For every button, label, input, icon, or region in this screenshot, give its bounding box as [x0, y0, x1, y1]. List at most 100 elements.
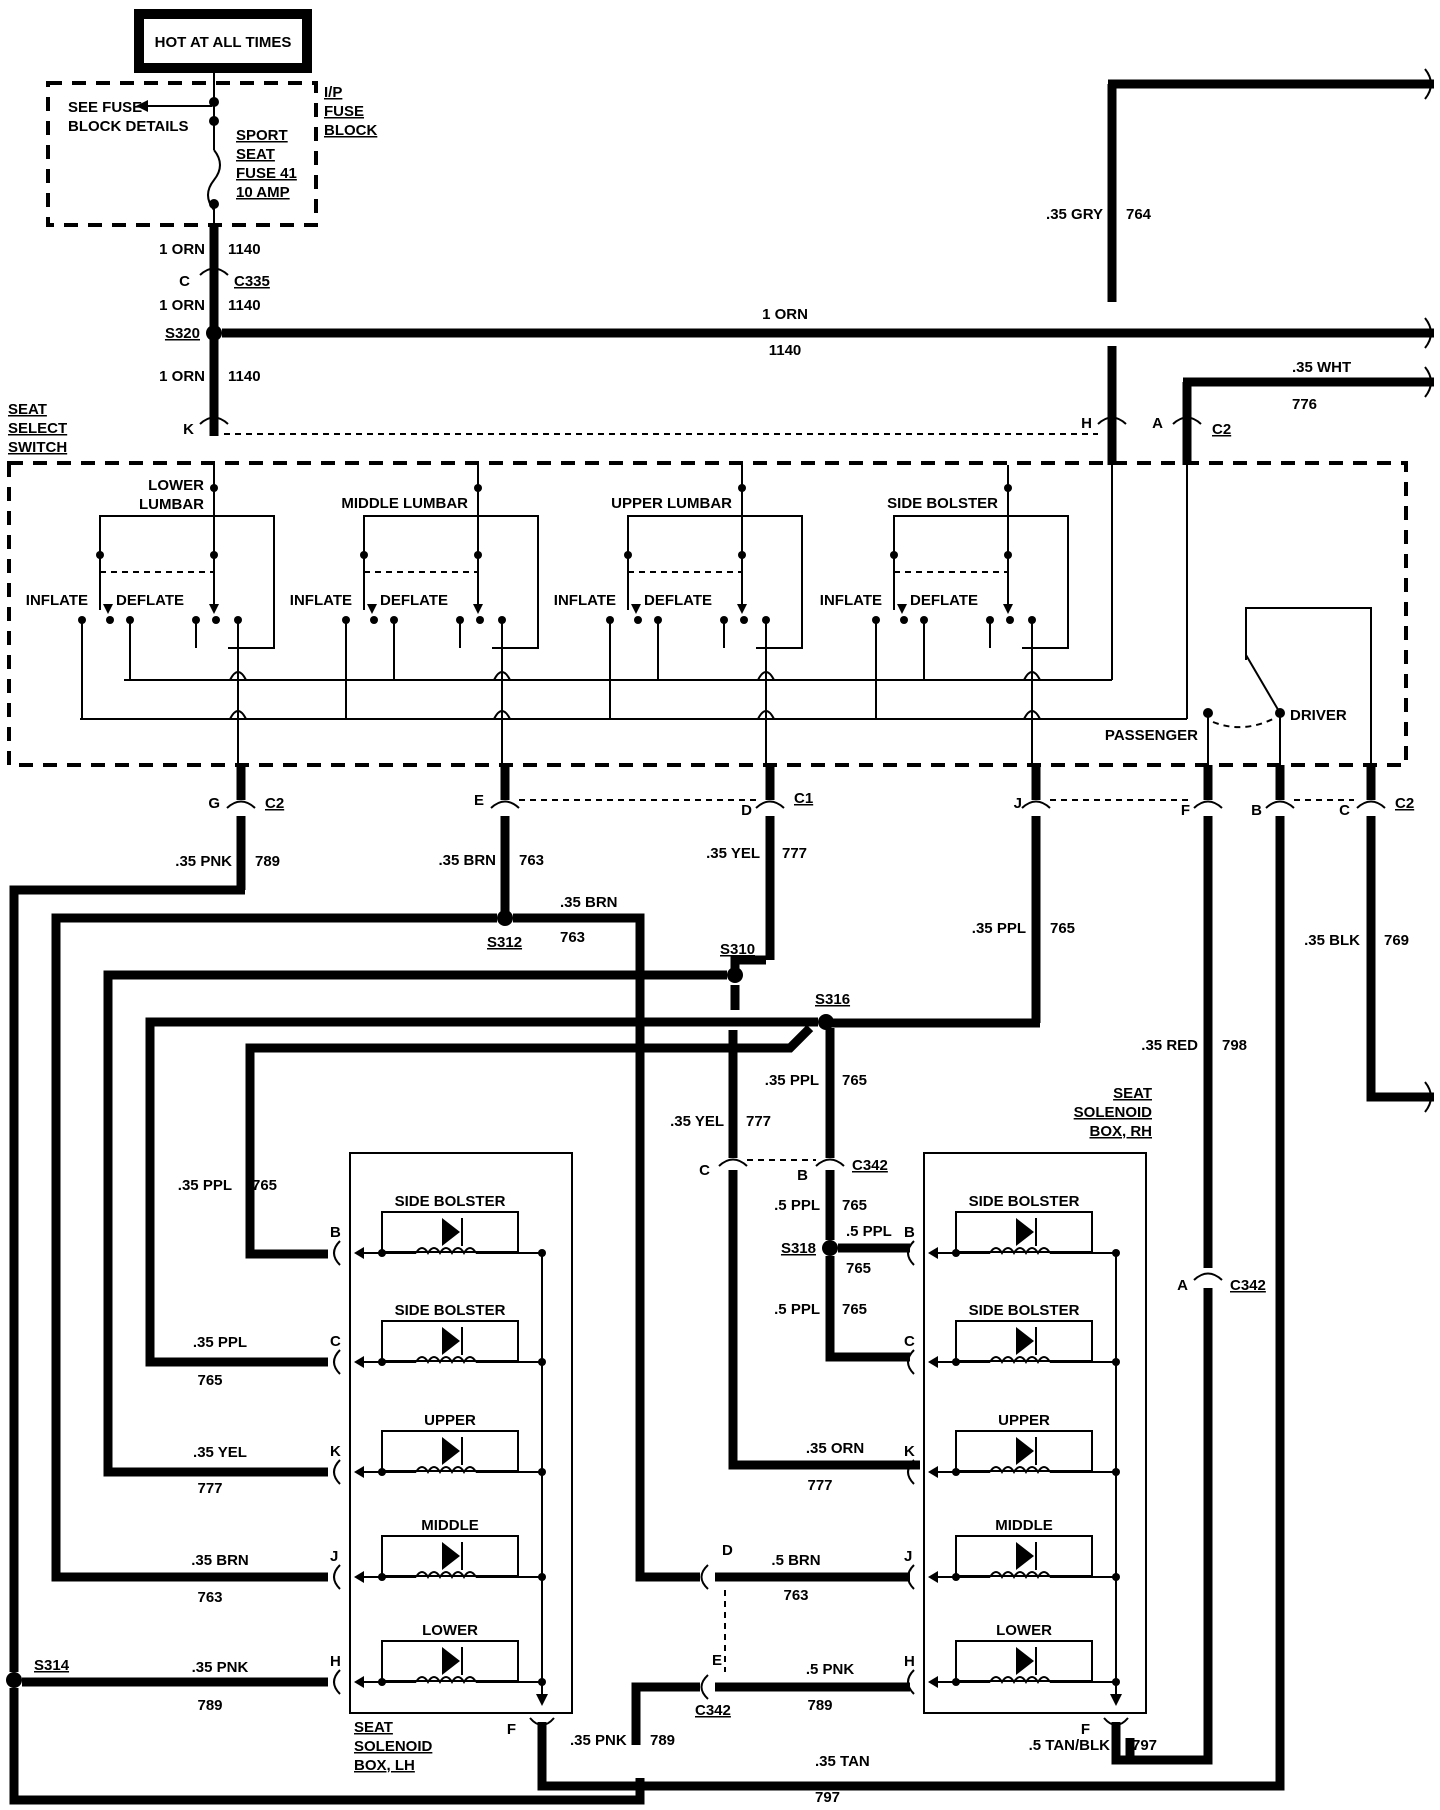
deflate-label: DEFLATE [910, 592, 978, 609]
svg-text:1 ORN: 1 ORN [159, 297, 205, 314]
solenoid-label: MIDDLE [995, 1517, 1053, 1534]
solenoid-label: LOWER [422, 1622, 478, 1639]
inflate-label: INFLATE [820, 592, 882, 609]
svg-text:777: 777 [746, 1113, 771, 1130]
pin-connector [907, 1564, 915, 1590]
svg-text:.35 RED: .35 RED [1141, 1037, 1198, 1054]
arrow-left-icon [354, 1356, 364, 1368]
coil-icon [989, 1676, 1051, 1684]
coil-icon [989, 1356, 1051, 1364]
switch-name-2: SELECT [8, 420, 67, 437]
deflate-label: DEFLATE [644, 592, 712, 609]
pin-connector [907, 1669, 915, 1695]
svg-text:A: A [1152, 415, 1163, 432]
fuse-block-name-1: I/P [324, 84, 342, 101]
svg-text:765: 765 [842, 1301, 867, 1318]
svg-text:G: G [208, 795, 220, 812]
svg-text:.35 ORN: .35 ORN [806, 1440, 864, 1457]
svg-text:.35 YEL: .35 YEL [670, 1113, 724, 1130]
coil-icon [415, 1247, 477, 1255]
svg-text:764: 764 [1126, 206, 1152, 223]
solenoid-label: UPPER [998, 1412, 1050, 1429]
svg-text:.35 PPL: .35 PPL [178, 1177, 232, 1194]
diode-icon [442, 1647, 460, 1675]
svg-text:.35 BRN: .35 BRN [191, 1552, 249, 1569]
diode-frame [955, 1320, 1093, 1362]
pin-connector [333, 1349, 341, 1375]
svg-text:1 ORN: 1 ORN [762, 306, 808, 323]
fuse-note-2: BLOCK DETAILS [68, 118, 189, 135]
svg-text:.5 PPL: .5 PPL [774, 1197, 820, 1214]
rh-box-name-1: SEAT [1113, 1085, 1152, 1102]
svg-text:C: C [179, 273, 190, 290]
arrow-down-icon [209, 604, 219, 614]
pin-connector [333, 1564, 341, 1590]
svg-text:C2: C2 [1212, 421, 1231, 438]
deflate-label: DEFLATE [380, 592, 448, 609]
svg-text:F: F [1181, 802, 1190, 819]
diode-icon [442, 1327, 460, 1355]
lh_box-outline [349, 1152, 573, 1714]
svg-text:777: 777 [782, 845, 807, 862]
svg-text:1140: 1140 [228, 368, 261, 385]
svg-text:J: J [1014, 795, 1022, 812]
svg-text:1 ORN: 1 ORN [159, 241, 205, 258]
power-label: HOT AT ALL TIMES [155, 34, 292, 51]
svg-text:E: E [474, 792, 484, 809]
pin-connector [907, 1459, 915, 1485]
connector-c335-icon [199, 267, 229, 276]
arrow-left-icon [354, 1466, 364, 1478]
diode-frame [955, 1211, 1093, 1253]
svg-text:E: E [712, 1652, 722, 1669]
coil-icon [415, 1571, 477, 1579]
svg-text:D: D [741, 802, 752, 819]
svg-text:C342: C342 [852, 1157, 888, 1174]
pin-label: F [507, 1721, 516, 1738]
diode-frame [955, 1430, 1093, 1472]
svg-text:.5 PNK: .5 PNK [806, 1661, 855, 1678]
diode-frame [955, 1535, 1093, 1577]
fuse-name-4: 10 AMP [236, 184, 290, 201]
svg-text:K: K [183, 421, 194, 438]
pin-label: H [330, 1653, 341, 1670]
driver-passenger-switch [1245, 654, 1281, 714]
fuse-block-name-2: FUSE [324, 103, 364, 120]
pin-label: J [904, 1548, 912, 1565]
svg-text:C335: C335 [234, 273, 270, 290]
pin-label: K [904, 1443, 915, 1460]
lh-box-name-2: SOLENOID [354, 1738, 433, 1755]
diode-icon [442, 1437, 460, 1465]
diode-icon [1016, 1437, 1034, 1465]
fuse-block-name-3: BLOCK [324, 122, 377, 139]
svg-text:H: H [1081, 415, 1092, 432]
svg-text:.5 PPL: .5 PPL [846, 1223, 892, 1240]
svg-text:.5 PPL: .5 PPL [774, 1301, 820, 1318]
svg-text:789: 789 [197, 1697, 222, 1714]
coil-icon [989, 1247, 1051, 1255]
arrow-left-icon [928, 1356, 938, 1368]
pin-label: C [904, 1333, 915, 1350]
coil-icon [989, 1466, 1051, 1474]
fuse-name-3: FUSE 41 [236, 165, 297, 182]
diode-icon [1016, 1327, 1034, 1355]
diode-icon [1016, 1647, 1034, 1675]
arrow-left-icon [136, 100, 148, 112]
svg-text:763: 763 [197, 1589, 222, 1606]
svg-text:.5 BRN: .5 BRN [771, 1552, 820, 1569]
coil-icon [415, 1466, 477, 1474]
pin-label: B [330, 1224, 341, 1241]
svg-text:S310: S310 [720, 941, 755, 958]
arrow-left-icon [928, 1676, 938, 1688]
pin-label: J [330, 1548, 338, 1565]
svg-text:765: 765 [197, 1372, 222, 1389]
arrow-left-icon [928, 1247, 938, 1259]
solenoid-label: LOWER [996, 1622, 1052, 1639]
solenoid-label: SIDE BOLSTER [395, 1302, 506, 1319]
coil-icon [989, 1571, 1051, 1579]
svg-text:769: 769 [1384, 932, 1409, 949]
